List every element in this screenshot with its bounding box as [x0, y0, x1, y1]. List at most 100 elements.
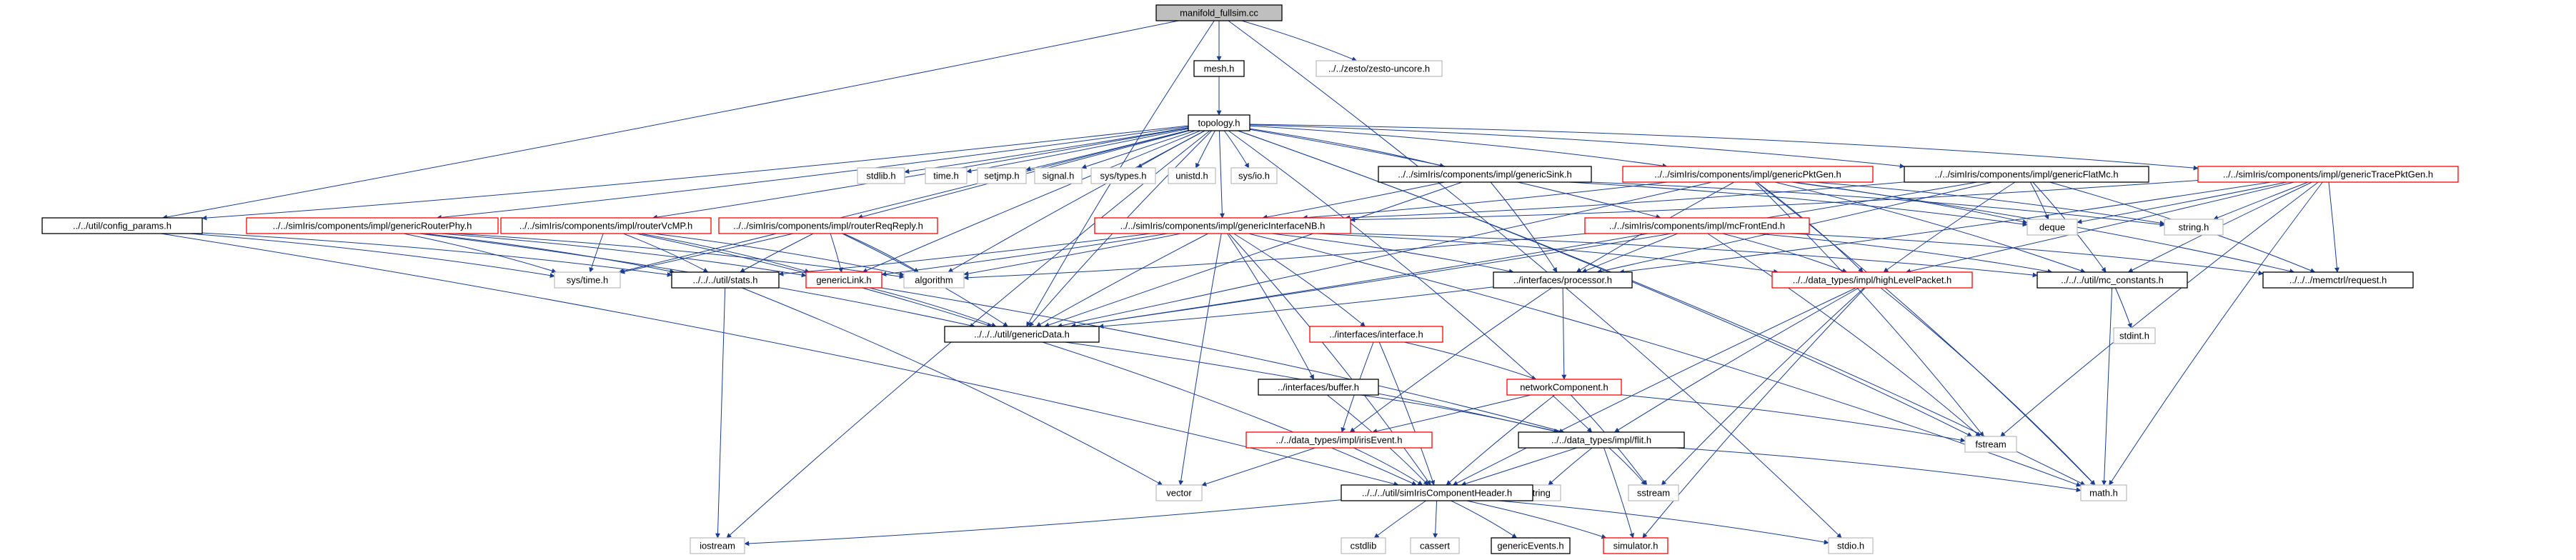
node-ibuffer[interactable]: ../interfaces/buffer.h	[1258, 379, 1379, 396]
node-stdint[interactable]: stdint.h	[2113, 327, 2156, 344]
node-box	[1493, 271, 1633, 289]
node-box	[1341, 537, 1386, 554]
node-iostream[interactable]: iostream	[690, 537, 745, 554]
node-routervcmp[interactable]: ../../simIris/components/impl/routerVcMP…	[500, 217, 712, 234]
node-label: sys/io.h	[1238, 170, 1270, 181]
node-topology[interactable]: topology.h	[1188, 114, 1250, 131]
node-label: ../../simIris/components/impl/genericPkt…	[1654, 169, 1841, 179]
node-box	[1258, 379, 1379, 396]
node-label: time.h	[933, 170, 958, 181]
node-gdata[interactable]: ../../../util/genericData.h	[944, 326, 1100, 343]
edge-topology-to-routervcmp	[652, 127, 1189, 220]
node-systime[interactable]: sys/time.h	[554, 271, 621, 289]
node-mcconst[interactable]: ../../../util/mc_constants.h	[2037, 271, 2188, 289]
edge-flit-to-math	[1676, 447, 2082, 493]
node-time[interactable]: time.h	[925, 167, 968, 184]
edge-gsink-to-gifnb	[1262, 181, 1446, 220]
edge-topology-to-stdlib	[904, 127, 1189, 174]
node-genevents[interactable]: genericEvents.h	[1491, 537, 1571, 554]
node-box	[944, 326, 1100, 343]
node-cassert[interactable]: cassert	[1410, 537, 1460, 554]
edge-gflatmc-to-gifnb	[1345, 181, 1905, 221]
edge-gtracepkt-to-fstream	[2000, 181, 2319, 437]
node-math[interactable]: math.h	[2080, 484, 2127, 501]
edge-hlp-to-flit	[1614, 287, 1859, 433]
node-flit[interactable]: ../../data_types/impl/flit.h	[1518, 431, 1685, 449]
node-mesh[interactable]: mesh.h	[1193, 60, 1245, 77]
node-stdlib[interactable]: stdlib.h	[857, 167, 905, 184]
node-algorithm[interactable]: algorithm	[903, 271, 965, 289]
node-vector[interactable]: vector	[1155, 484, 1203, 501]
edge-topology-to-gflatmc	[1249, 124, 1905, 169]
node-deque[interactable]: deque	[2027, 219, 2078, 236]
node-sstream[interactable]: sstream	[1628, 484, 1679, 501]
node-gsink[interactable]: ../../simIris/components/impl/genericSin…	[1378, 166, 1592, 183]
node-gpktgen[interactable]: ../../simIris/components/impl/genericPkt…	[1622, 166, 1874, 183]
node-setjmp[interactable]: setjmp.h	[977, 167, 1027, 184]
node-label: ../../data_types/impl/irisEvent.h	[1275, 434, 1402, 445]
node-stdio[interactable]: stdio.h	[1828, 537, 1874, 554]
node-iriscomp[interactable]: ../../../util/simIrisComponentHeader.h	[1341, 484, 1533, 501]
node-string[interactable]: string.h	[2164, 219, 2224, 236]
edge-topology-to-routerphy	[436, 126, 1189, 220]
node-box	[554, 271, 621, 289]
node-netcomp[interactable]: networkComponent.h	[1506, 379, 1622, 396]
node-label: ../../simIris/components/impl/routerReqR…	[733, 220, 923, 231]
node-box	[925, 167, 968, 184]
node-label: simulator.h	[1613, 540, 1659, 551]
node-genlink[interactable]: genericLink.h	[805, 271, 882, 289]
node-zesto[interactable]: ../../zesto/zesto-uncore.h	[1316, 60, 1443, 77]
node-unistd[interactable]: unistd.h	[1168, 167, 1216, 184]
node-label: ../../simIris/components/impl/routerVcMP…	[519, 220, 693, 231]
edge-hlp-to-sstream	[1661, 287, 1865, 486]
node-gflatmc[interactable]: ../../simIris/components/impl/genericFla…	[1904, 166, 2149, 183]
node-label: ../../../util/genericData.h	[974, 329, 1070, 339]
edge-gpktgen-to-mcconst	[1774, 181, 2086, 274]
edge-gpktgen-to-hlp	[1756, 181, 1864, 273]
node-routerreq[interactable]: ../../simIris/components/impl/routerReqR…	[718, 217, 938, 234]
node-sysio[interactable]: sys/io.h	[1230, 167, 1278, 184]
node-box	[2197, 166, 2459, 183]
edge-gsink-to-processor	[1490, 181, 1558, 273]
node-signal[interactable]: signal.h	[1034, 167, 1083, 184]
node-box	[671, 271, 780, 289]
node-label: networkComponent.h	[1520, 381, 1608, 392]
node-simulator[interactable]: simulator.h	[1603, 537, 1669, 554]
node-root[interactable]: manifold_fullsim.cc	[1155, 4, 1283, 21]
node-label: ../../data_types/impl/flit.h	[1551, 434, 1651, 445]
edge-gtracepkt-to-math	[2109, 181, 2323, 486]
node-iface[interactable]: ../interfaces/interface.h	[1309, 326, 1443, 343]
edge-hlp-to-iriscomp	[1452, 287, 1856, 486]
node-label: vector	[1166, 487, 1192, 498]
node-systypes[interactable]: sys/types.h	[1090, 167, 1156, 184]
edge-topology-to-config	[202, 125, 1189, 221]
edge-mcfront-to-processor	[1581, 233, 1678, 273]
node-routerphy[interactable]: ../../simIris/components/impl/genericRou…	[246, 217, 499, 234]
node-cstdlib[interactable]: cstdlib	[1341, 537, 1386, 554]
node-fstream[interactable]: fstream	[1964, 436, 2017, 453]
edge-mcconst-to-stdint	[2114, 287, 2132, 329]
node-box	[500, 217, 712, 234]
node-processor[interactable]: ../interfaces/processor.h	[1493, 271, 1633, 289]
edge-topology-to-time	[966, 128, 1189, 174]
node-box	[857, 167, 905, 184]
node-hlp[interactable]: ../../data_types/impl/highLevelPacket.h	[1771, 271, 1973, 289]
node-box	[1771, 271, 1973, 289]
node-label: signal.h	[1043, 170, 1075, 181]
node-gtracepkt[interactable]: ../../simIris/components/impl/genericTra…	[2197, 166, 2459, 183]
node-box	[1628, 484, 1679, 501]
node-memreq[interactable]: ../../../memctrl/request.h	[2262, 271, 2414, 289]
edge-root-to-config	[162, 20, 1179, 220]
edge-iriscomp-to-genevents	[1451, 500, 1518, 539]
node-box	[1506, 379, 1622, 396]
node-label: fstream	[1975, 439, 2006, 449]
node-box	[805, 271, 882, 289]
node-gifnb[interactable]: ../../simIris/components/impl/genericInt…	[1094, 217, 1351, 234]
node-mcfront[interactable]: ../../simIris/components/impl/mcFrontEnd…	[1584, 217, 1810, 234]
edge-routervcmp-to-genlink	[640, 233, 810, 274]
node-box	[246, 217, 499, 234]
node-config[interactable]: ../../util/config_params.h	[41, 217, 203, 234]
node-irisevent[interactable]: ../../data_types/impl/irisEvent.h	[1245, 431, 1433, 449]
node-stats[interactable]: ../../../util/stats.h	[671, 271, 780, 289]
edge-gdata-to-iriscomp	[1042, 341, 1417, 486]
